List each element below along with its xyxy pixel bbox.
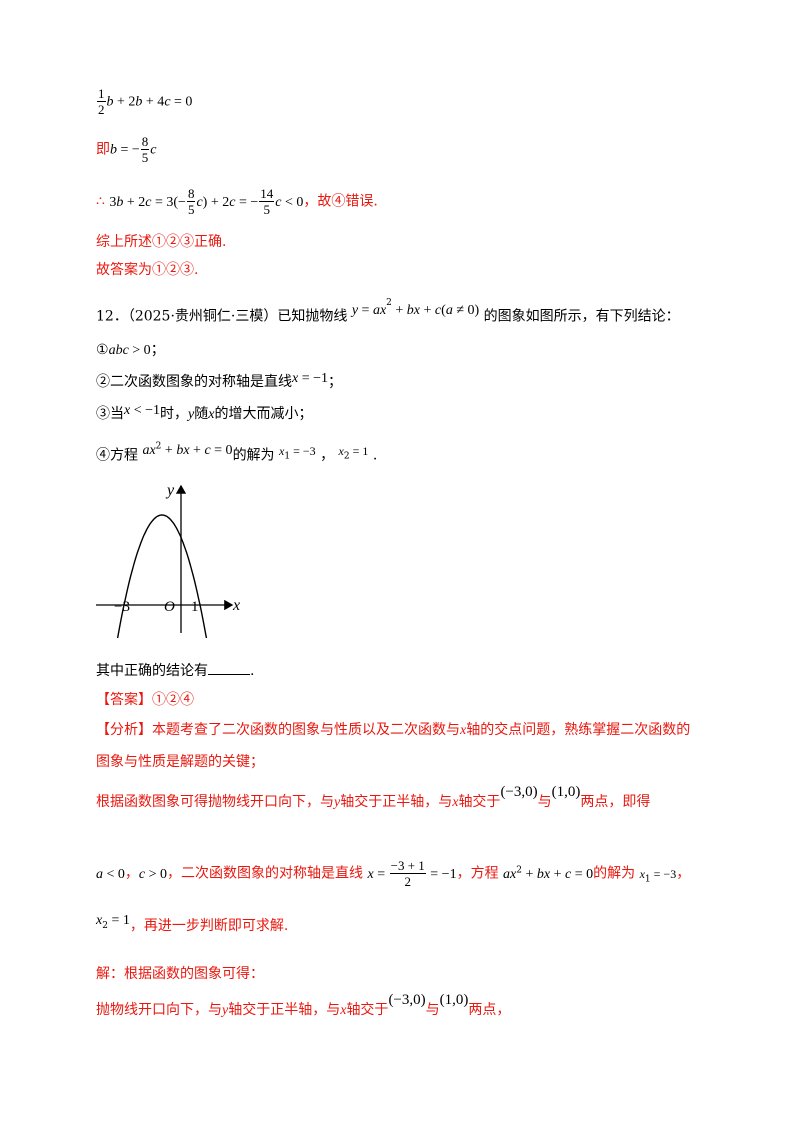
conclusion-1: ①abc > 0；	[96, 342, 165, 358]
conclusion-4: ④方程 ax2 + bx + c = 0的解为 x1 = −3 ， x2 = 1…	[96, 441, 378, 464]
conclusion-3: ③当x < −1时，y随x的增大而减小；	[96, 403, 313, 422]
tick-label-1: 1	[191, 599, 199, 615]
answer-blank	[208, 660, 250, 675]
analysis-line-5: x2 = 1，再进一步判断即可求解.	[96, 913, 289, 934]
tick-label-neg3: −3	[114, 599, 130, 615]
solution-line-1: 解：根据函数的图象可得：	[96, 966, 264, 982]
parabola-graph: y x O −3 1	[96, 482, 240, 638]
conclusion-2: ②二次函数图象的对称轴是直线x = −1；	[96, 371, 343, 390]
origin-label: O	[164, 599, 175, 615]
question-ask: 其中正确的结论有.	[96, 660, 254, 681]
parabola-curve	[116, 514, 208, 638]
analysis-line-2: 图象与性质是解题的关键；	[96, 754, 264, 770]
answer-line-prev: 故答案为①②③.	[96, 262, 199, 278]
summary-line: 综上所述①②③正确.	[96, 234, 227, 250]
answer-row: 【答案】①②④	[96, 690, 194, 710]
answer-value: ①②④	[152, 692, 194, 708]
y-axis-label: y	[165, 482, 175, 499]
question-stem: 12．（2025·贵州铜仁·三模）已知抛物线 y = ax2 + bx + c(…	[96, 298, 680, 325]
answer-label: 【答案】	[96, 692, 152, 708]
analysis-line-3: 根据函数图象可得抛物线开口向下，与y轴交于正半轴，与x轴交于(−3,0)与(1,…	[96, 784, 651, 810]
x-axis-label: x	[232, 597, 240, 614]
solution-line-2: 抛物线开口向下，与y轴交于正半轴，与x轴交于(−3,0)与(1,0)两点，	[96, 992, 511, 1018]
analysis-line-1: 【分析】本题考查了二次函数的图象与性质以及二次函数与x轴的交点问题，熟练掌握二次…	[96, 722, 691, 738]
